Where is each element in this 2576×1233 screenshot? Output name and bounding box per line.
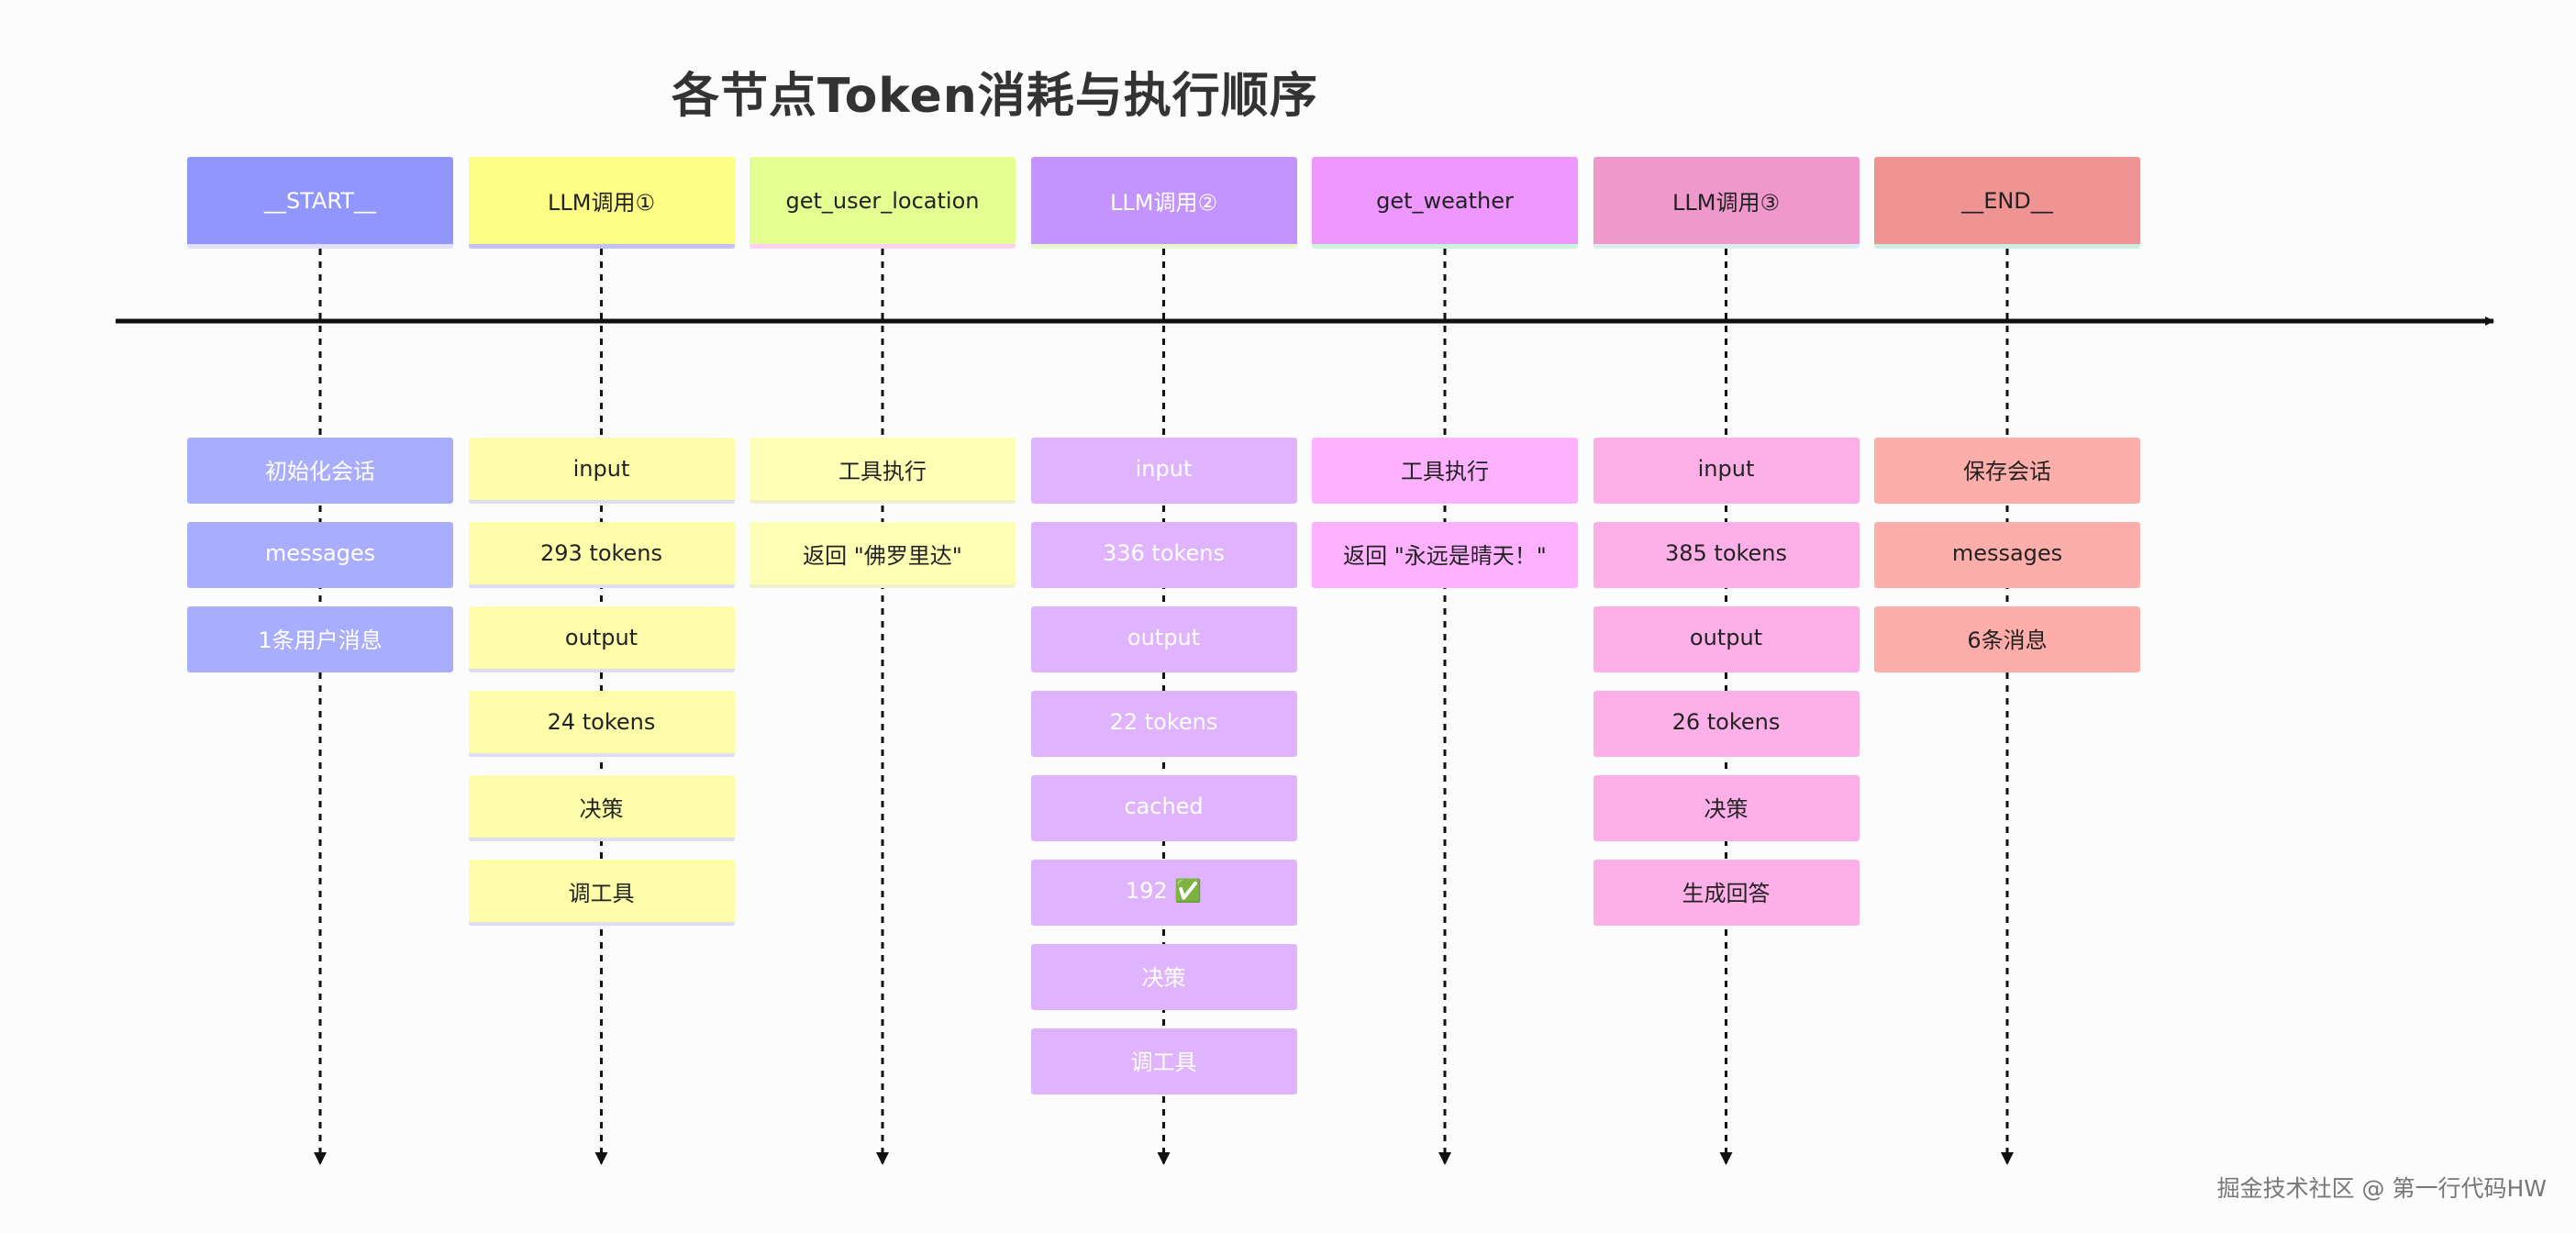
step-note: cached: [1030, 775, 1297, 841]
step-note: 24 tokens: [468, 691, 735, 757]
step-note: 调工具: [468, 860, 735, 926]
step-note: 返回 "佛罗里达": [749, 522, 1016, 588]
step-note: 22 tokens: [1030, 691, 1297, 757]
step-note: output: [468, 606, 735, 672]
watermark: 掘金技术社区 @ 第一行代码HW: [2216, 1175, 2547, 1202]
step-note: 决策: [1593, 775, 1860, 841]
node-header: LLM调用③: [1593, 157, 1860, 249]
node-header: __END__: [1874, 157, 2140, 249]
node-header: get_user_location: [749, 157, 1016, 249]
step-note: 决策: [1030, 944, 1297, 1010]
diagram-title: 各节点Token消耗与执行顺序: [672, 69, 1318, 124]
step-note: messages: [187, 522, 453, 588]
node-header: LLM调用①: [468, 157, 735, 249]
step-note: 调工具: [1030, 1028, 1297, 1094]
step-note: 26 tokens: [1593, 691, 1860, 757]
step-note: 1条用户消息: [187, 606, 453, 672]
step-note: messages: [1874, 522, 2140, 588]
step-note: 初始化会话: [187, 438, 453, 504]
node-header: __START__: [187, 157, 453, 249]
step-note: 生成回答: [1593, 860, 1860, 926]
step-note: output: [1593, 606, 1860, 672]
step-note: output: [1030, 606, 1297, 672]
step-note: input: [468, 438, 735, 504]
step-note: 工具执行: [749, 438, 1016, 504]
node-header: LLM调用②: [1030, 157, 1297, 249]
step-note: input: [1593, 438, 1860, 504]
step-note: 192 ✅: [1030, 860, 1297, 926]
step-note: 工具执行: [1312, 438, 1578, 504]
step-note: 决策: [468, 775, 735, 841]
step-note: 保存会话: [1874, 438, 2140, 504]
step-note: 返回 "永远是晴天！": [1312, 522, 1578, 588]
step-note: 293 tokens: [468, 522, 735, 588]
node-header: get_weather: [1312, 157, 1578, 249]
step-note: 6条消息: [1874, 606, 2140, 672]
step-note: 336 tokens: [1030, 522, 1297, 588]
step-note: input: [1030, 438, 1297, 504]
step-note: 385 tokens: [1593, 522, 1860, 588]
